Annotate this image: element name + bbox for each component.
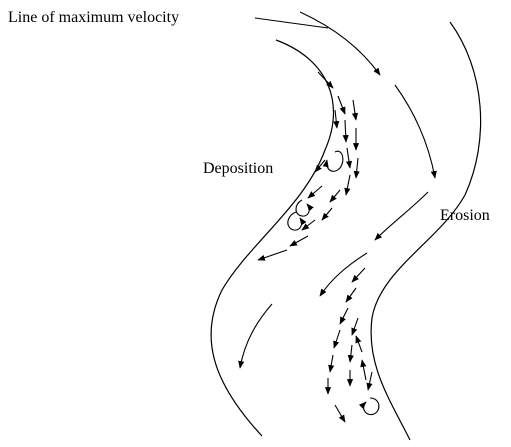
dep-arrow-3: [342, 119, 349, 143]
ero-eddy-1: [358, 397, 380, 416]
dep-arrow-1: [317, 71, 334, 89]
dep-arrow-12: [307, 185, 323, 199]
ero-arrow-5: [328, 354, 335, 373]
ero-arrow-8: [347, 344, 354, 363]
dep-arrow-14: [301, 219, 316, 231]
max-velocity-arrow-2: [394, 84, 437, 179]
dep-eddy-1: [322, 150, 344, 172]
dep-arrow-16: [257, 249, 288, 261]
ero-arrow-10: [355, 335, 363, 353]
dep-arrow-8: [353, 157, 360, 179]
ero-arrow-11: [360, 359, 367, 381]
label-deposition: Deposition: [203, 160, 274, 177]
label-line-of-maximum-velocity: Line of maximum velocity: [8, 9, 180, 26]
ero-arrow-1: [351, 267, 366, 283]
dep-arrow-15: [289, 235, 309, 247]
max-velocity-arrow-5: [238, 303, 273, 369]
dep-arrow-5: [344, 174, 351, 196]
label-erosion: Erosion: [440, 207, 490, 224]
ero-arrow-2: [345, 287, 357, 303]
dep-arrow-4: [345, 147, 353, 169]
max-velocity-arrow-4: [319, 252, 368, 297]
dep-arrow-13: [321, 207, 333, 221]
ero-arrow-13: [334, 404, 346, 423]
dep-eddy-2: [295, 199, 314, 217]
dep-arrow-6: [351, 99, 359, 121]
ero-arrow-3: [339, 307, 349, 325]
left-bank: [210, 39, 335, 437]
dep-eddy-3: [287, 211, 307, 231]
max-velocity-pointer-line: [254, 17, 329, 29]
max-velocity-arrow-3: [374, 191, 429, 241]
dep-arrow-11: [329, 189, 341, 203]
ero-arrow-4: [333, 329, 341, 349]
dep-arrow-9: [333, 109, 340, 129]
ero-arrow-7: [351, 317, 359, 336]
right-bank: [370, 21, 482, 441]
dep-arrow-2: [337, 95, 346, 115]
ero-arrow-12: [366, 371, 373, 391]
max-velocity-arrow-1: [299, 11, 381, 76]
